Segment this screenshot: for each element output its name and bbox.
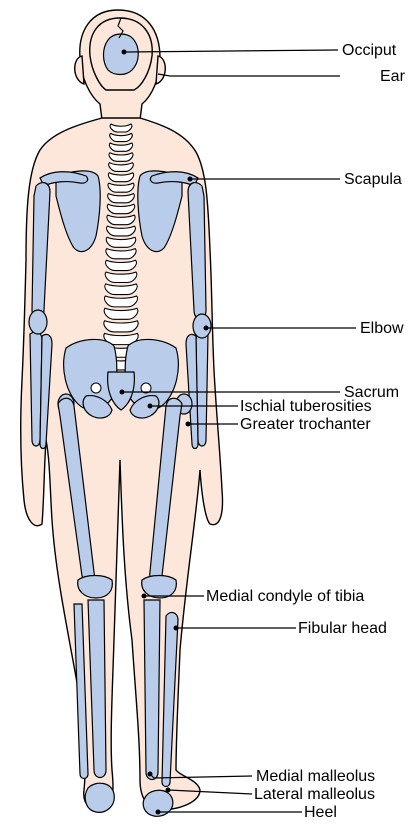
label-lateral-malleolus: Lateral malleolus — [254, 786, 375, 803]
right-ear — [156, 56, 165, 84]
label-heel: Heel — [304, 804, 337, 821]
right-elbow-joint — [193, 314, 211, 338]
label-ischial-tuberosities: Ischial tuberosities — [240, 398, 372, 415]
dot-medial-malleolus — [148, 772, 153, 777]
labels: Occiput Ear Scapula Elbow Sacrum Ischial… — [206, 42, 406, 821]
leader-ear — [158, 74, 340, 76]
occiput-bone — [104, 34, 139, 75]
skull — [90, 18, 152, 90]
label-medial-condyle-of-tibia: Medial condyle of tibia — [206, 588, 364, 605]
dot-medial-condyle — [142, 594, 147, 599]
dot-scapula — [188, 177, 193, 182]
label-scapula: Scapula — [344, 171, 402, 188]
left-foot — [85, 783, 114, 812]
dot-sacrum — [120, 390, 125, 395]
right-tibia — [144, 600, 160, 780]
label-ear: Ear — [380, 68, 406, 85]
label-fibular-head: Fibular head — [298, 620, 387, 637]
label-medial-malleolus: Medial malleolus — [256, 768, 375, 785]
left-obturator — [91, 383, 101, 393]
label-elbow: Elbow — [360, 320, 404, 337]
dot-lateral-malleolus — [166, 788, 171, 793]
dot-elbow — [204, 326, 209, 331]
label-greater-trochanter: Greater trochanter — [240, 416, 371, 433]
dot-heel — [156, 810, 161, 815]
dot-occiput — [122, 50, 127, 55]
dot-ischial-tuberosities — [148, 404, 153, 409]
label-occiput: Occiput — [342, 42, 397, 59]
dot-greater-trochanter — [186, 422, 191, 427]
dot-fibular-head — [174, 626, 179, 631]
left-ear — [75, 56, 84, 84]
left-elbow-joint — [29, 310, 47, 334]
